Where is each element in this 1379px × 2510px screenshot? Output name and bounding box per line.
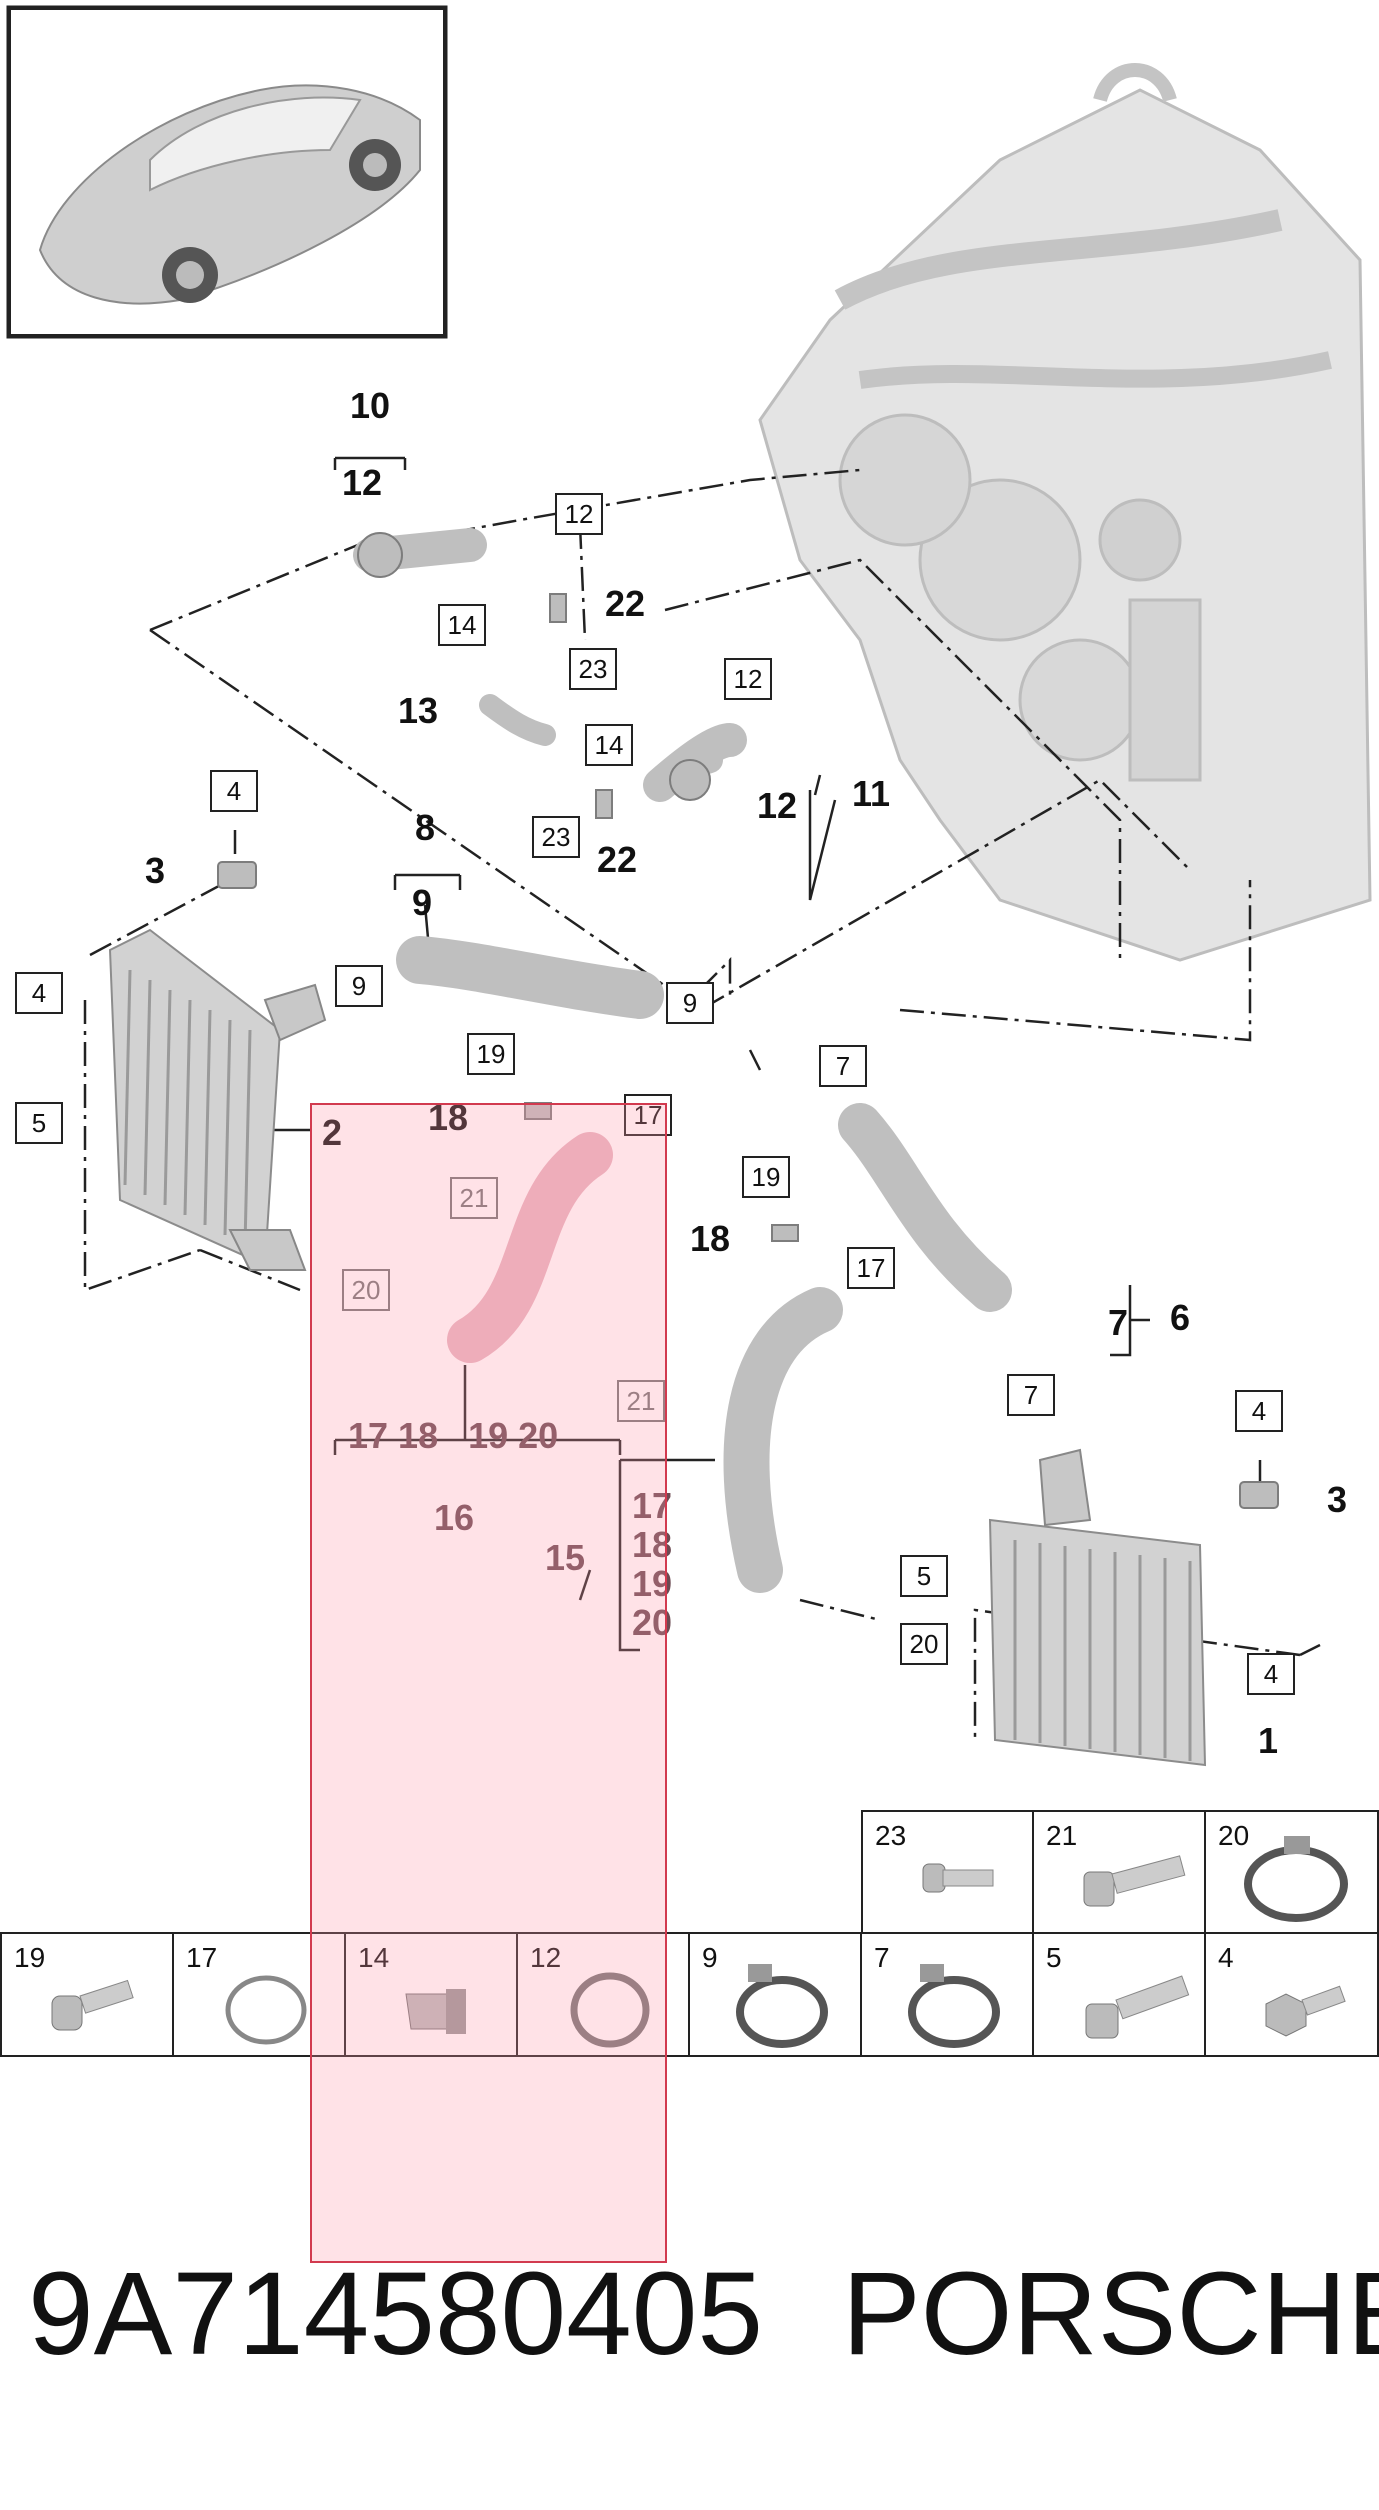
box-14-lower: 14 [585, 724, 633, 766]
brand-name: PORSCHE [842, 2248, 1379, 2380]
hose-clamp-icon [1244, 1836, 1348, 1922]
box-21-right: 21 [617, 1380, 665, 1422]
parts-cell-4: 4 [1204, 1932, 1379, 2057]
box-17-right: 17 [847, 1247, 895, 1289]
parts-cell-9: 9 [688, 1932, 862, 2057]
box-20-right: 20 [900, 1623, 948, 1665]
hose-clamp-icon [736, 1964, 828, 2048]
callout-group-16: 17 18 19 20 [348, 1415, 559, 1456]
callout-7: 7 [1108, 1302, 1129, 1343]
part-number: 9A714580405 [28, 2248, 763, 2380]
seal-ring-icon [225, 1975, 307, 2045]
callout-22-lower: 22 [597, 839, 638, 880]
parts-cell-20: 20 [1204, 1810, 1379, 1935]
parts-cell-5: 5 [1032, 1932, 1206, 2057]
bolt-icon [51, 1979, 134, 2031]
box-19-left: 19 [467, 1033, 515, 1075]
seal-ring-icon [570, 1972, 650, 2048]
hose-clamp-icon [908, 1964, 1000, 2048]
intercooler-left-illustration [108, 928, 327, 1271]
callout-9: 9 [412, 882, 433, 923]
box-12-middle: 12 [724, 658, 772, 700]
callout-8: 8 [415, 807, 436, 848]
box-5-left: 5 [15, 1102, 63, 1144]
callout-1: 1 [1258, 1720, 1279, 1761]
bolt-icon [1085, 1975, 1190, 2039]
callout-12-top: 12 [342, 462, 383, 503]
vehicle-thumbnail [8, 7, 446, 337]
callout-6: 6 [1170, 1297, 1191, 1338]
car-thumbnail-illustration [6, 5, 448, 339]
box-20-left: 20 [342, 1269, 390, 1311]
box-9-left: 9 [335, 965, 383, 1007]
callout-18-right: 18 [690, 1218, 731, 1259]
callout-3-right: 3 [1327, 1479, 1348, 1520]
callout-18-left: 18 [428, 1097, 469, 1138]
callout-16: 16 [434, 1497, 475, 1538]
callout-10: 10 [350, 385, 391, 426]
box-19-right: 19 [742, 1156, 790, 1198]
box-23-lower: 23 [532, 816, 580, 858]
highlight-selected-part [310, 1103, 667, 2263]
parts-cell-14: 14 [344, 1932, 518, 2057]
box-4-upper-right: 4 [1235, 1390, 1283, 1432]
parts-cell-7: 7 [860, 1932, 1034, 2057]
box-4-upper-left: 4 [210, 770, 258, 812]
parts-cell-19: 19 [0, 1932, 174, 2057]
box-21-left: 21 [450, 1177, 498, 1219]
parts-cell-12: 12 [516, 1932, 690, 2057]
box-7-upper: 7 [819, 1045, 867, 1087]
small-parts-illustration [217, 532, 1279, 1509]
parts-cell-23: 23 [861, 1810, 1034, 1935]
box-12-upper: 12 [555, 493, 603, 535]
callout-22-upper: 22 [605, 583, 646, 624]
bolt-icon [922, 1863, 994, 1893]
bolt-icon [1083, 1855, 1186, 1907]
callout-15: 15 [545, 1537, 586, 1578]
solid-leaders [270, 456, 1150, 1652]
callout-12-right: 12 [757, 785, 798, 826]
box-14-upper: 14 [438, 604, 486, 646]
engine-illustration [758, 63, 1372, 962]
callout-11: 11 [852, 773, 891, 814]
box-5-right: 5 [900, 1555, 948, 1597]
parts-cell-21: 21 [1032, 1810, 1206, 1935]
box-23-upper: 23 [569, 648, 617, 690]
leader-lines [83, 468, 1321, 1740]
box-9-right: 9 [666, 982, 714, 1024]
intercooler-right-illustration [988, 1448, 1207, 1767]
box-4-left: 4 [15, 972, 63, 1014]
callout-2: 2 [322, 1112, 343, 1153]
box-7-lower: 7 [1007, 1374, 1055, 1416]
hex-bolt-icon [1265, 1985, 1346, 2037]
clip-icon [405, 1989, 466, 2034]
callout-3-left: 3 [145, 850, 166, 891]
callout-13: 13 [398, 690, 439, 731]
box-4-lower-right: 4 [1247, 1653, 1295, 1695]
